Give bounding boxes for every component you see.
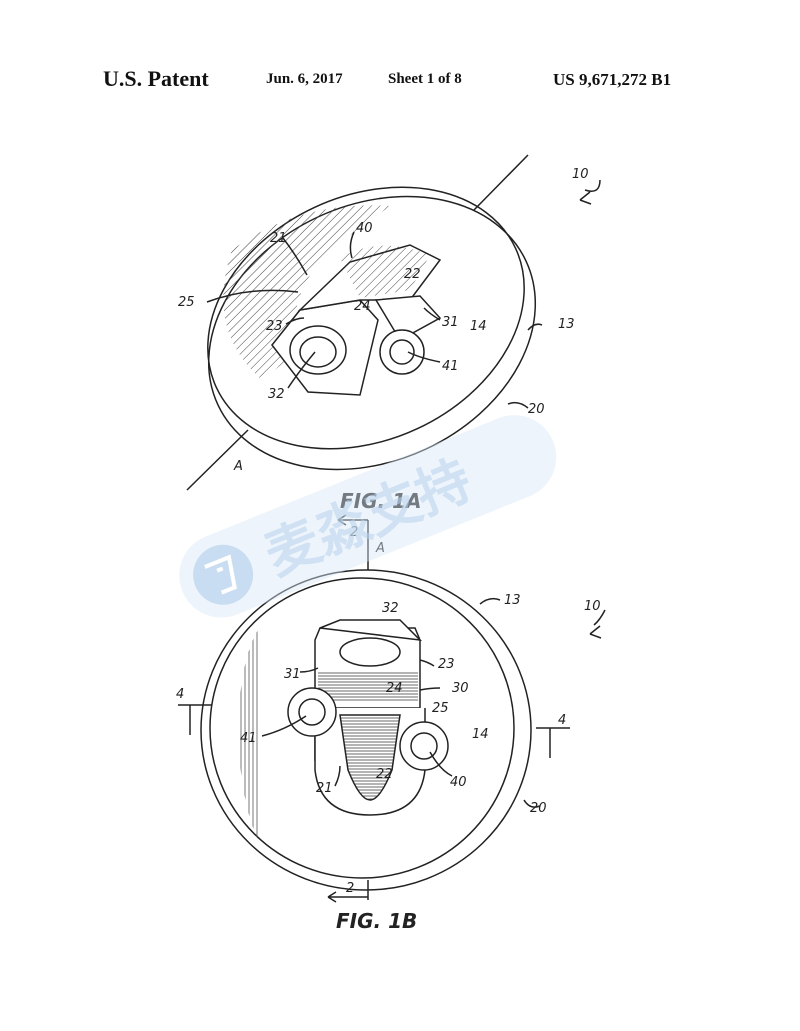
leader-23	[285, 317, 305, 325]
axis-a-line	[186, 429, 249, 491]
band-24	[318, 672, 418, 702]
fig1b-ref-31: 31	[284, 667, 301, 682]
figure-1a	[186, 154, 601, 491]
fig1a-ref-25: 25	[178, 295, 195, 310]
fig1a-ref-32: 32	[268, 387, 285, 402]
fig1a-axis-a: A	[233, 459, 243, 474]
u-channel-inner-22	[339, 714, 401, 801]
leader-1b-13	[479, 597, 501, 605]
fig1a-ref-31: 31	[442, 315, 459, 330]
pin-40-1b-inner	[410, 732, 438, 760]
fig1a-ref-40: 40	[356, 221, 373, 236]
hub-top-1b	[319, 619, 423, 642]
fig1b-ref-24: 24	[386, 681, 403, 696]
section-2-top-arrow	[337, 514, 368, 526]
leader-1b-31	[299, 667, 319, 673]
leader-1b-41	[261, 715, 307, 737]
leader-13	[527, 323, 543, 331]
fig1b-ref-25: 25	[432, 701, 449, 716]
leader-31	[423, 307, 441, 321]
fig1b-ref-21: 21	[316, 781, 333, 796]
fig1a-ref-24: 24	[354, 299, 371, 314]
watermark-logo-glyph	[204, 554, 237, 595]
leader-1b-20	[523, 799, 541, 808]
fig1a-ref-23: 23	[266, 319, 283, 334]
fig1a-ref-10: 10	[572, 167, 589, 182]
disc-13-outer	[200, 569, 532, 891]
leader-32	[287, 351, 316, 389]
watermark-logo-icon	[193, 544, 254, 605]
patent-header-title: U.S. Patent	[103, 66, 209, 91]
fig1b-axis-a: A	[375, 541, 385, 556]
fig1b-caption: FIG. 1B	[336, 909, 417, 933]
pin-41-1b	[287, 687, 337, 737]
leader-1b-23	[419, 659, 435, 667]
fig1b-ref-13: 13	[504, 593, 521, 608]
watermark-badge	[179, 415, 557, 618]
fig1b-ref-30: 30	[452, 681, 469, 696]
disc-20-inner	[209, 577, 515, 879]
fig1b-section-2-bottom: 2	[346, 881, 354, 896]
bore-32-1b	[339, 637, 401, 667]
fig1b-ref-32: 32	[382, 601, 399, 616]
leader-1b-30	[419, 687, 441, 691]
page-header: U.S. Patent Jun. 6, 2017 Sheet 1 of 8 US…	[0, 66, 800, 96]
leader-1b-40	[429, 751, 453, 777]
fig1b-ref-10: 10	[584, 599, 601, 614]
disc-left-shade	[238, 630, 258, 840]
fig1b-ref-23: 23	[438, 657, 455, 672]
hub-top-shade	[340, 245, 430, 298]
leader-10	[584, 179, 601, 192]
fig1b-ref-40: 40	[450, 775, 467, 790]
sheet-number: Sheet 1 of 8	[388, 71, 462, 87]
fig1b-ref-41: 41	[240, 731, 257, 746]
fig1a-ref-22: 22	[404, 267, 421, 282]
section-2-bottom-arrow	[327, 891, 368, 903]
arrow-1b-10	[589, 625, 602, 639]
fig1b-ref-20: 20	[530, 801, 547, 816]
disc-13-top	[207, 186, 525, 450]
leader-41	[407, 351, 441, 363]
channel-31	[374, 295, 442, 342]
figure-1b	[178, 514, 606, 903]
leader-40	[349, 231, 355, 259]
leader-25	[206, 289, 299, 303]
leader-21	[282, 237, 308, 276]
arrow-10	[579, 191, 592, 205]
fig1a-ref-13: 13	[558, 317, 575, 332]
fig1b-section-2-top: 2	[350, 525, 358, 540]
fig1b-section-4-right: 4	[558, 713, 566, 728]
fig1a-ref-14: 14	[470, 319, 487, 334]
leader-1b-10	[593, 609, 606, 626]
axis-a-line-top	[473, 154, 529, 211]
pin-41	[379, 329, 425, 375]
leader-20	[507, 401, 529, 409]
patent-number: US 9,671,272 B1	[553, 70, 672, 89]
leader-1b-21	[334, 765, 341, 787]
pin-40-1b	[399, 721, 449, 771]
fig1b-ref-14: 14	[472, 727, 489, 742]
fig1b-ref-22: 22	[376, 767, 393, 782]
fig1a-caption: FIG. 1A	[340, 489, 421, 513]
pin-41-inner	[389, 339, 415, 365]
fig1a-ref-20: 20	[528, 402, 545, 417]
patent-date: Jun. 6, 2017	[266, 71, 343, 87]
fig1a-ref-21: 21	[270, 231, 287, 246]
bore-32-inner	[299, 336, 337, 368]
disc-shadow-hatch	[223, 205, 390, 380]
fig1b-section-4-left: 4	[176, 687, 184, 702]
pin-41-1b-inner	[298, 698, 326, 726]
fig1a-ref-41: 41	[442, 359, 459, 374]
